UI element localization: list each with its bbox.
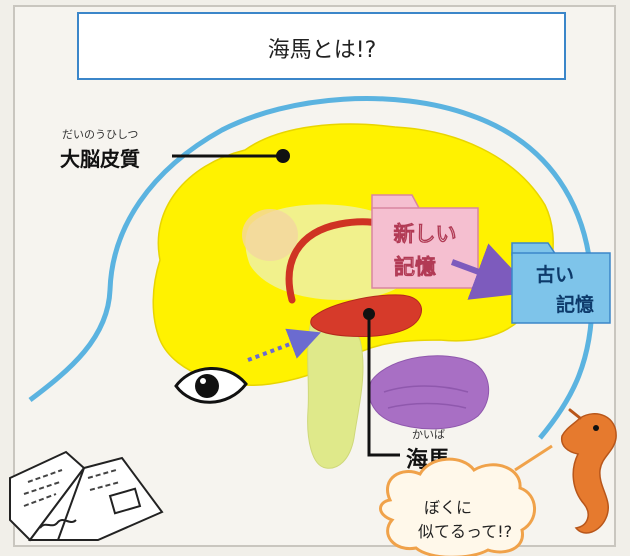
cortex-label: 大脳皮質 xyxy=(60,147,140,171)
book-icon xyxy=(9,450,164,542)
cortex-dot xyxy=(276,149,290,163)
eye-icon xyxy=(174,367,248,404)
old-memory-line1: 古い xyxy=(536,263,574,286)
cortex-reading: だいのうひしつ xyxy=(62,128,138,141)
old-memory-folder: 古い 記憶 xyxy=(511,242,611,324)
hippocampus-reading: かいば xyxy=(412,428,445,441)
cerebellum-fold xyxy=(383,385,469,393)
memory-transfer-arrow xyxy=(450,243,535,300)
page-title: 海馬とは!? xyxy=(268,38,377,63)
speech-line1: ぼくに xyxy=(424,498,472,517)
new-memory-line2: 記憶 xyxy=(394,255,436,279)
seahorse-icon xyxy=(560,408,617,534)
speech-bubble: ぼくに 似てるって!? xyxy=(379,444,553,556)
cerebellum-fold xyxy=(387,402,467,409)
title-box: 海馬とは!? xyxy=(77,12,566,80)
visual-input-arrow xyxy=(247,328,321,362)
speech-line2: 似てるって!? xyxy=(418,522,512,541)
brainstem xyxy=(307,317,364,469)
new-memory-folder: 新しい 記憶 xyxy=(371,194,479,289)
hippocampus-leader-line xyxy=(367,314,400,457)
cerebellum xyxy=(368,355,490,430)
thalamus-region xyxy=(242,209,298,261)
new-memory-line1: 新しい xyxy=(394,222,457,246)
old-memory-line2: 記憶 xyxy=(556,293,594,316)
